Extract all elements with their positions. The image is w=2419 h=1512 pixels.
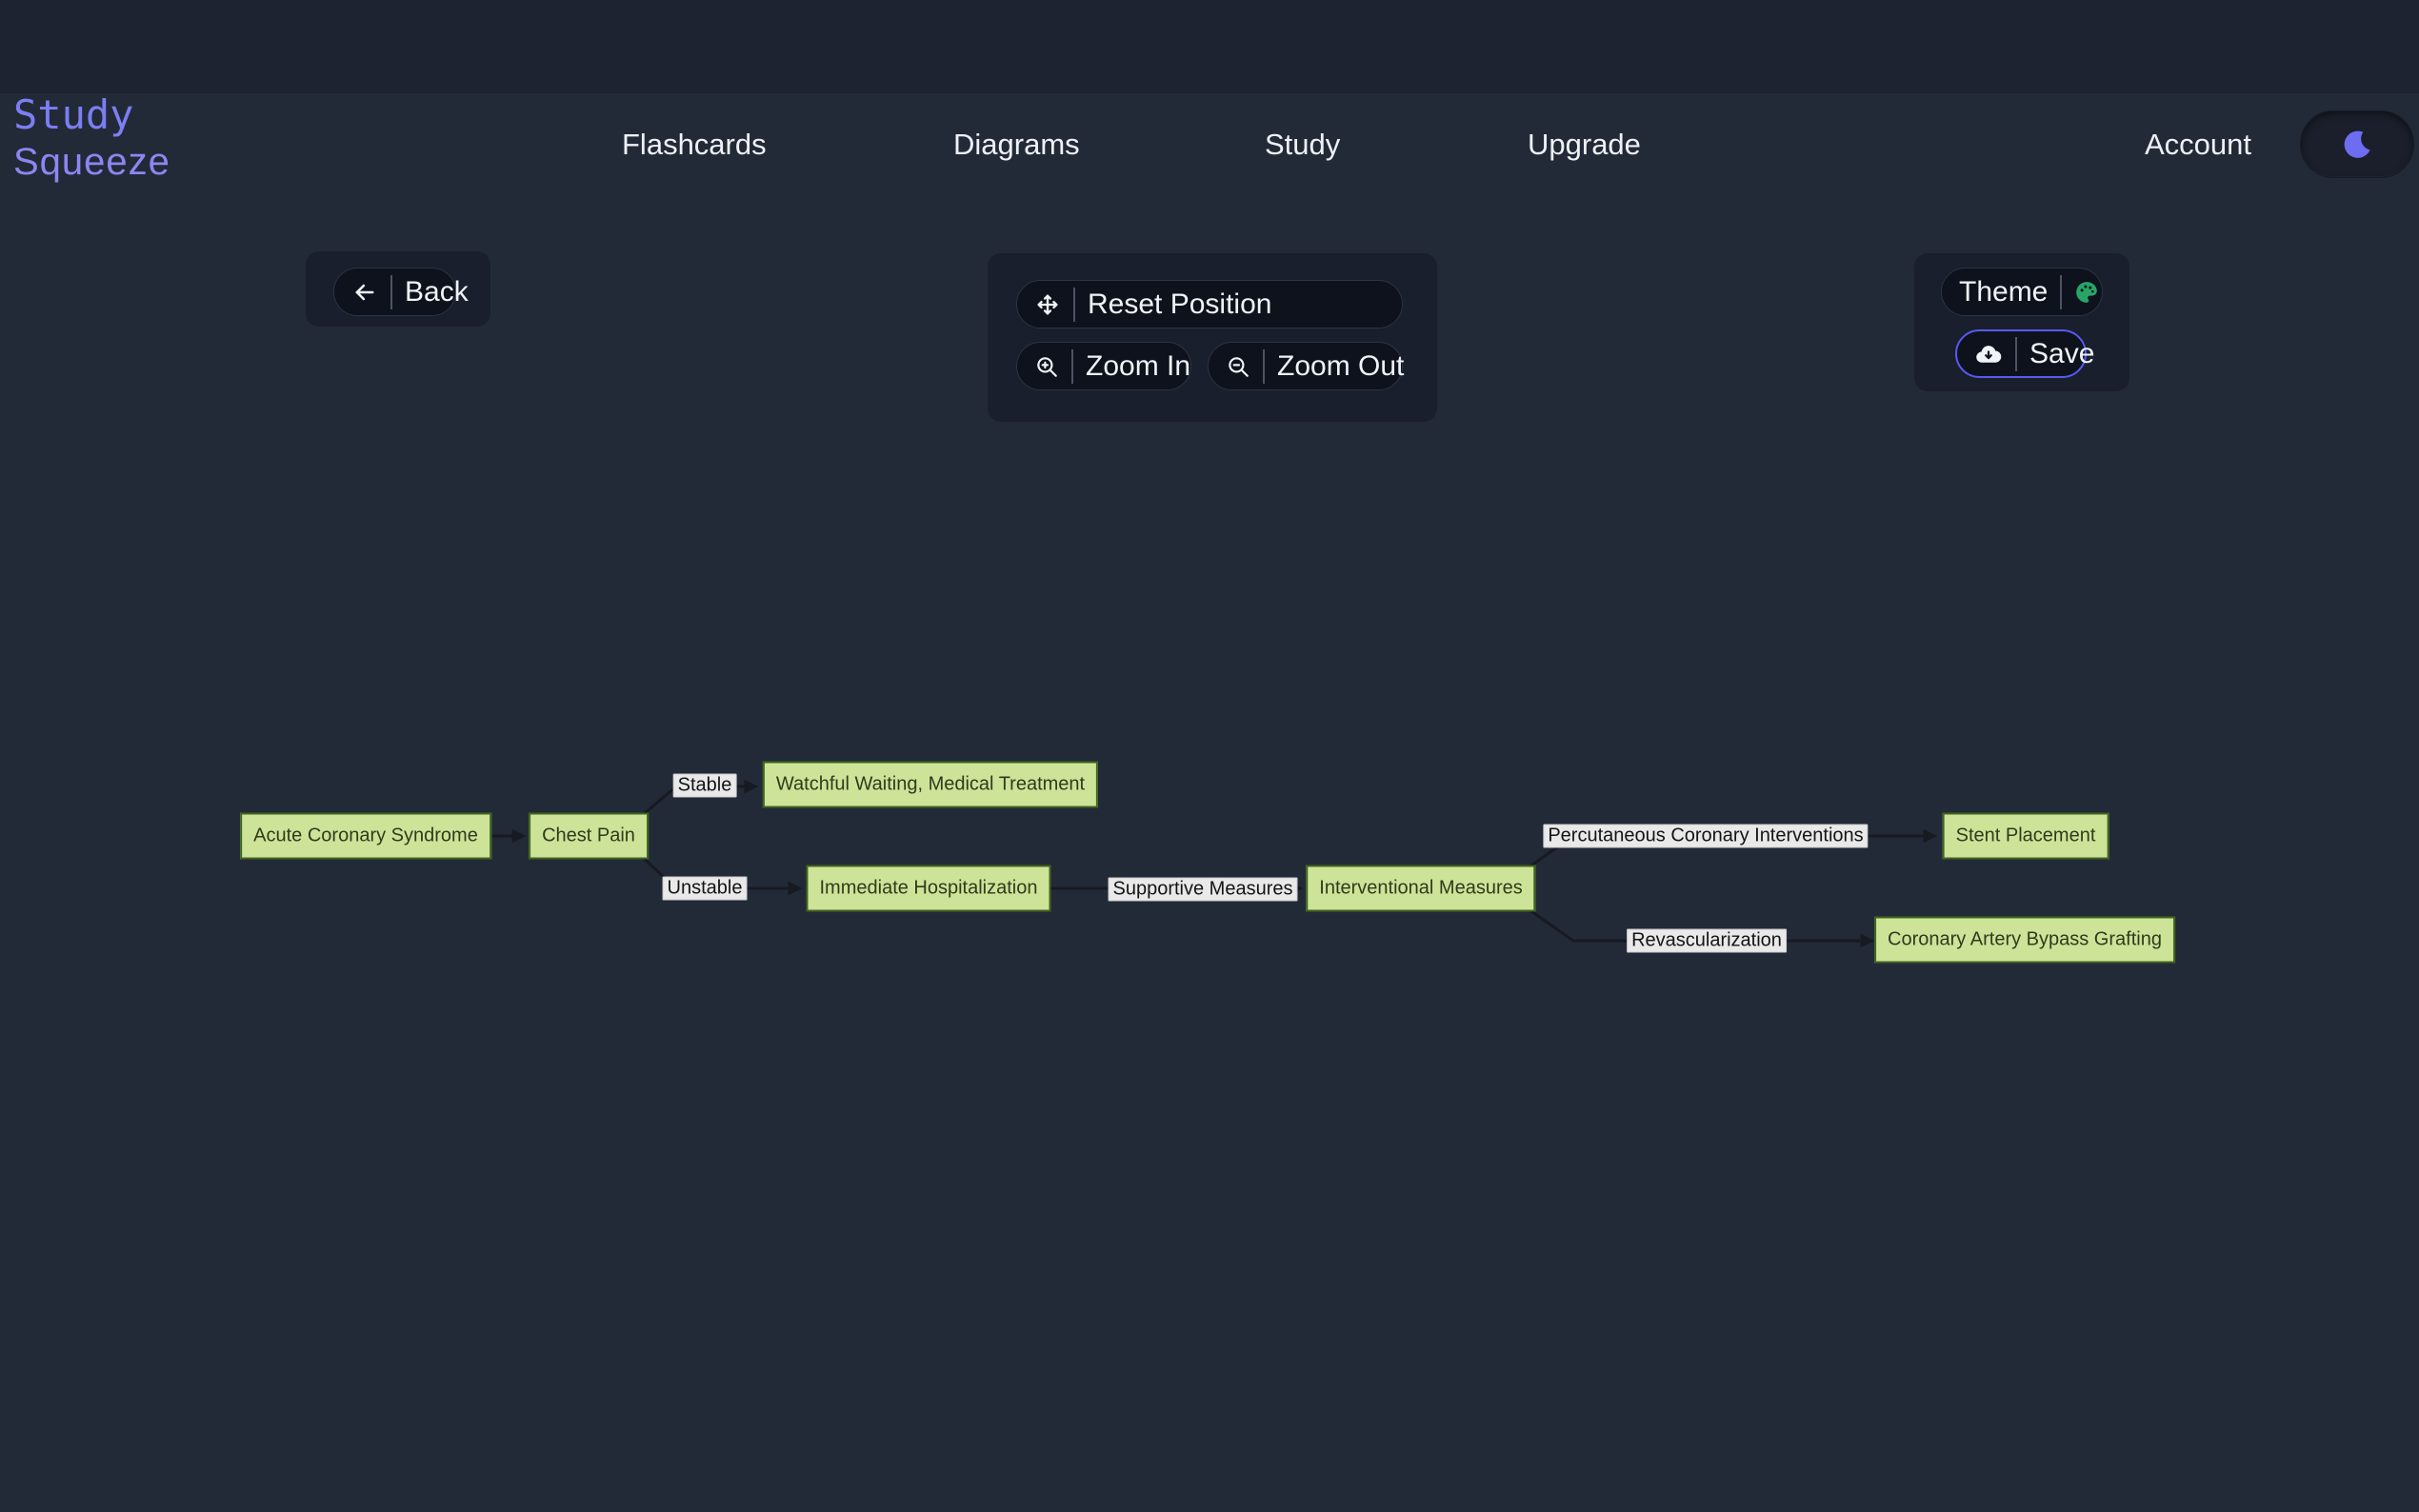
logo-line-2: Squeeze <box>13 141 170 183</box>
nav-item-diagrams[interactable]: Diagrams <box>953 128 1080 161</box>
edge-label-intervent-cabg: Revascularization <box>1627 928 1787 953</box>
view-controls-panel <box>988 253 1437 422</box>
back-button[interactable]: Back <box>333 268 469 316</box>
diagram-node-intervent[interactable]: Interventional Measures <box>1306 865 1536 912</box>
magnifier-plus-icon <box>1034 354 1059 379</box>
diagram-node-watchful[interactable]: Watchful Waiting, Medical Treatment <box>762 761 1099 808</box>
logo-line-1: Study <box>13 91 134 138</box>
zoom-out-label: Zoom Out <box>1277 349 1405 382</box>
zoom-out-button[interactable]: Zoom Out <box>1208 342 1405 390</box>
magnifier-minus-icon <box>1226 354 1250 379</box>
nav-item-account[interactable]: Account <box>2145 128 2252 161</box>
edge-label-hosp-intervent: Supportive Measures <box>1108 877 1298 902</box>
diagram-node-cabg[interactable]: Coronary Artery Bypass Grafting <box>1874 916 2175 964</box>
edge-label-chest-watchful: Stable <box>672 773 737 798</box>
button-divider <box>1263 348 1265 384</box>
zoom-in-button[interactable]: Zoom In <box>1016 342 1191 390</box>
cloud-download-icon <box>1974 340 2003 368</box>
moon-icon <box>2340 128 2374 162</box>
move-arrows-icon <box>1034 291 1061 318</box>
theme-button-label: Theme <box>1959 275 2049 308</box>
reset-position-button[interactable]: Reset Position <box>1016 280 1403 328</box>
theme-button[interactable]: Theme <box>1941 268 2103 316</box>
edge-label-chest-hosp: Unstable <box>662 876 748 901</box>
app-logo[interactable]: Study Squeeze <box>13 91 170 183</box>
header-strip <box>0 0 2419 94</box>
zoom-in-label: Zoom In <box>1086 349 1191 382</box>
palette-icon <box>2074 280 2099 305</box>
dark-mode-toggle[interactable] <box>2300 110 2414 178</box>
nav-item-upgrade[interactable]: Upgrade <box>1528 128 1641 161</box>
diagram-node-hosp[interactable]: Immediate Hospitalization <box>806 865 1051 912</box>
button-divider <box>2060 274 2063 309</box>
save-button[interactable]: Save <box>1955 329 2094 378</box>
save-button-label: Save <box>2029 337 2095 369</box>
diagram-node-stent[interactable]: Stent Placement <box>1942 812 2109 860</box>
button-divider <box>2015 336 2017 371</box>
button-divider <box>1073 287 1075 322</box>
button-divider <box>1071 348 1073 384</box>
arrow-left-icon <box>351 279 378 306</box>
nav-item-flashcards[interactable]: Flashcards <box>622 128 767 161</box>
back-button-label: Back <box>405 275 469 308</box>
button-divider <box>390 274 392 309</box>
diagram-node-chest[interactable]: Chest Pain <box>529 812 649 860</box>
edge-label-intervent-stent: Percutaneous Coronary Interventions <box>1543 824 1869 848</box>
nav-item-study[interactable]: Study <box>1265 128 1341 161</box>
diagram-node-acs[interactable]: Acute Coronary Syndrome <box>240 812 491 860</box>
reset-position-label: Reset Position <box>1088 288 1272 320</box>
